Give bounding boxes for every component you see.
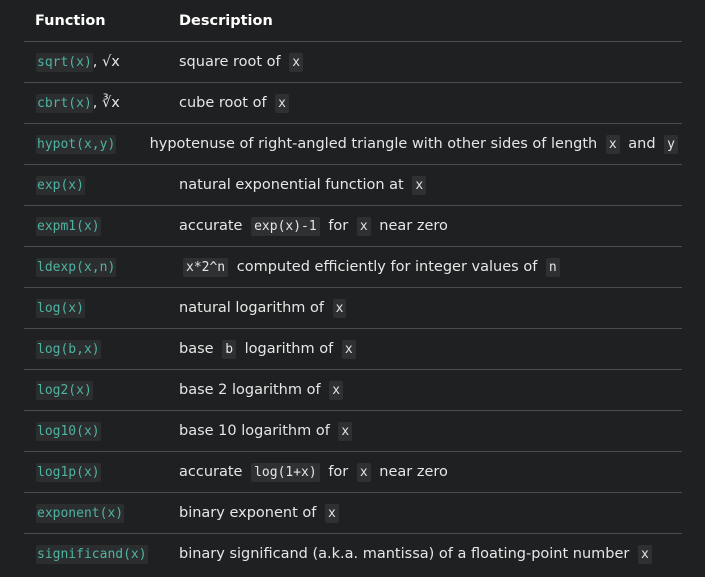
function-cell: log(x) bbox=[24, 298, 179, 318]
description-text: accurate bbox=[179, 464, 248, 480]
function-cell: log(b,x) bbox=[24, 339, 179, 359]
description-text: base 10 logarithm of bbox=[179, 423, 335, 439]
table-row: significand(x) binary significand (a.k.a.… bbox=[24, 534, 682, 574]
function-cell: expm1(x) bbox=[24, 216, 179, 236]
function-name: log(b,x) bbox=[36, 339, 101, 359]
function-name: ldexp(x,n) bbox=[36, 257, 117, 277]
inline-code: x*2^n bbox=[183, 257, 229, 277]
description-text: for bbox=[323, 218, 353, 234]
table-row: exponent(x) binary exponent of x bbox=[24, 493, 682, 534]
description-text: square root of bbox=[179, 54, 286, 70]
inline-code: x bbox=[289, 52, 304, 72]
function-name: log2(x) bbox=[36, 380, 93, 400]
inline-code: x bbox=[605, 134, 620, 154]
description-text: base bbox=[179, 341, 219, 357]
table-row: expm1(x) accurate exp(x)-1 for x near zer… bbox=[24, 206, 682, 247]
table-row: log(b,x) base b logarithm of x bbox=[24, 329, 682, 370]
header-function: Function bbox=[35, 12, 106, 29]
description-text: hypotenuse of right-angled triangle with… bbox=[149, 136, 602, 152]
inline-code: x bbox=[275, 93, 289, 113]
function-cell: log1p(x) bbox=[24, 462, 179, 482]
header-description: Description bbox=[179, 12, 273, 29]
function-cell: exponent(x) bbox=[24, 503, 179, 523]
description-text: natural logarithm of bbox=[179, 300, 329, 316]
inline-code: x bbox=[324, 503, 339, 523]
inline-code: x bbox=[341, 339, 356, 359]
description-text: logarithm of bbox=[240, 341, 338, 357]
function-name: log1p(x) bbox=[36, 462, 101, 482]
function-cell: log2(x) bbox=[24, 380, 179, 400]
function-name: log(x) bbox=[36, 298, 85, 318]
table-row: log2(x) base 2 logarithm of x bbox=[24, 370, 682, 411]
function-name: cbrt(x) bbox=[36, 93, 93, 113]
function-name: exp(x) bbox=[36, 175, 85, 195]
table-row: ldexp(x,n) x*2^n computed efficiently for… bbox=[24, 247, 682, 288]
function-cell: cbrt(x), ∛x bbox=[24, 93, 179, 113]
description-text: for bbox=[323, 464, 353, 480]
description-text: computed efficiently for integer values … bbox=[232, 259, 542, 275]
inline-code: x bbox=[332, 298, 347, 318]
inline-code: log(1+x) bbox=[251, 462, 320, 482]
description-cell: cube root of x bbox=[179, 93, 682, 113]
table-row: log1p(x) accurate log(1+x) for x near zer… bbox=[24, 452, 682, 493]
inline-code: x bbox=[329, 380, 344, 400]
description-cell: x*2^n computed efficiently for integer v… bbox=[179, 257, 682, 277]
description-text: accurate bbox=[179, 218, 248, 234]
inline-code: x bbox=[356, 462, 371, 482]
table-header: Function Description bbox=[24, 0, 682, 42]
function-cell: log10(x) bbox=[24, 421, 179, 441]
description-text: binary significand (a.k.a. mantissa) of … bbox=[179, 546, 634, 562]
description-text: cube root of bbox=[179, 95, 272, 111]
inline-code: x bbox=[412, 175, 427, 195]
description-cell: accurate exp(x)-1 for x near zero bbox=[179, 216, 682, 236]
inline-code: x bbox=[638, 544, 652, 564]
description-cell: natural logarithm of x bbox=[179, 298, 682, 318]
description-text: near zero bbox=[374, 464, 448, 480]
function-symbol: , √x bbox=[92, 54, 120, 70]
description-cell: hypotenuse of right-angled triangle with… bbox=[149, 134, 682, 154]
function-name: sqrt(x) bbox=[36, 52, 93, 72]
function-name: expm1(x) bbox=[36, 216, 101, 236]
function-symbol: , ∛x bbox=[92, 95, 120, 111]
description-text: natural exponential function at bbox=[179, 177, 409, 193]
function-cell: ldexp(x,n) bbox=[24, 257, 179, 277]
inline-code: n bbox=[545, 257, 560, 277]
description-cell: base b logarithm of x bbox=[179, 339, 682, 359]
description-text: base 2 logarithm of bbox=[179, 382, 326, 398]
description-cell: square root of x bbox=[179, 52, 682, 72]
inline-code: x bbox=[356, 216, 371, 236]
function-cell: exp(x) bbox=[24, 175, 179, 195]
description-cell: binary significand (a.k.a. mantissa) of … bbox=[179, 544, 682, 564]
inline-code: x bbox=[338, 421, 353, 441]
inline-code: exp(x)-1 bbox=[251, 216, 320, 236]
description-cell: accurate log(1+x) for x near zero bbox=[179, 462, 682, 482]
description-cell: natural exponential function at x bbox=[179, 175, 682, 195]
table-row: hypot(x,y) hypotenuse of right-angled tri… bbox=[24, 124, 682, 165]
function-name: significand(x) bbox=[36, 544, 148, 564]
inline-code: y bbox=[664, 134, 678, 154]
function-cell: hypot(x,y) bbox=[24, 134, 150, 154]
function-name: log10(x) bbox=[36, 421, 101, 441]
description-text: near zero bbox=[374, 218, 448, 234]
description-cell: base 10 logarithm of x bbox=[179, 421, 682, 441]
description-text: binary exponent of bbox=[179, 505, 321, 521]
description-cell: binary exponent of x bbox=[179, 503, 682, 523]
function-cell: significand(x) bbox=[24, 544, 179, 564]
table-row: exp(x) natural exponential function at x bbox=[24, 165, 682, 206]
table-row: log10(x) base 10 logarithm of x bbox=[24, 411, 682, 452]
function-cell: sqrt(x), √x bbox=[24, 52, 179, 72]
table-row: log(x) natural logarithm of x bbox=[24, 288, 682, 329]
description-text: and bbox=[623, 136, 661, 152]
function-name: exponent(x) bbox=[36, 503, 125, 523]
function-name: hypot(x,y) bbox=[36, 134, 117, 154]
description-cell: base 2 logarithm of x bbox=[179, 380, 682, 400]
inline-code: b bbox=[222, 339, 237, 359]
